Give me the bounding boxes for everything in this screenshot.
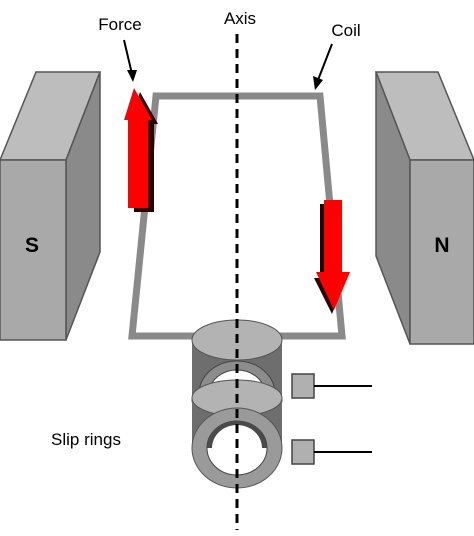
brush-lower bbox=[291, 439, 372, 465]
coil-pointer-line bbox=[317, 43, 333, 81]
south-magnet-front bbox=[0, 159, 67, 341]
red-down-arrow-icon bbox=[314, 200, 350, 314]
north-magnet: N bbox=[374, 71, 474, 345]
black-pointer-arrow-icon bbox=[313, 43, 333, 90]
black-pointer-arrow-icon bbox=[123, 39, 137, 82]
coil-label: Coil bbox=[331, 21, 360, 40]
force-pointer-head bbox=[127, 70, 137, 82]
coil-pointer-head bbox=[313, 76, 323, 90]
coil-loop bbox=[128, 92, 346, 340]
force-label: Force bbox=[98, 15, 141, 34]
force-arrow-up bbox=[124, 88, 152, 208]
slip-rings-label: Slip rings bbox=[51, 430, 121, 449]
brush-upper bbox=[291, 373, 372, 399]
north-magnet-front bbox=[409, 159, 474, 345]
force-pointer-line bbox=[123, 39, 133, 75]
south-magnet: S bbox=[0, 71, 102, 341]
south-pole-label: S bbox=[25, 234, 39, 257]
force-arrow-down bbox=[316, 200, 350, 310]
axis-label: Axis bbox=[224, 9, 256, 28]
north-pole-label: N bbox=[434, 234, 449, 257]
red-up-arrow-icon bbox=[124, 88, 158, 212]
